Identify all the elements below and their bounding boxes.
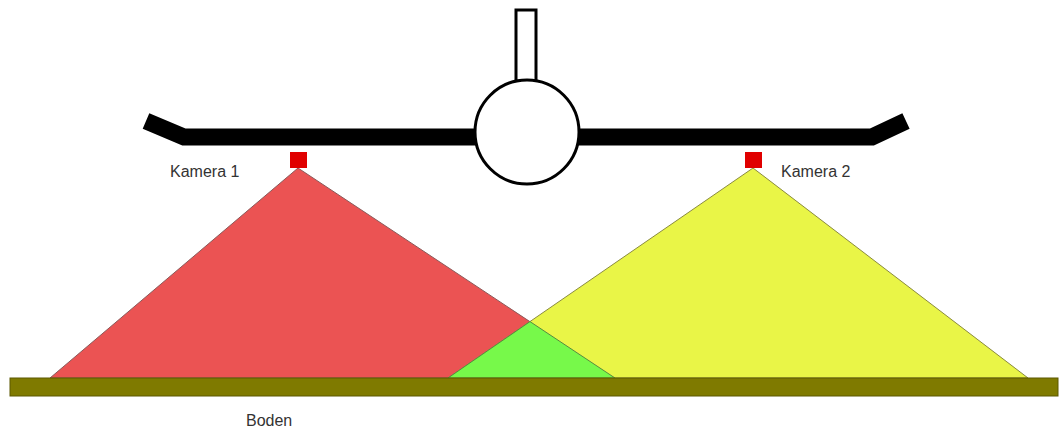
camera-symbol — [745, 152, 762, 168]
overlap-field — [448, 322, 615, 378]
camera-label: Kamera 2 — [781, 163, 850, 181]
camera1-field — [50, 168, 615, 378]
ground-label: Boden — [246, 412, 292, 430]
tail-fin — [516, 10, 536, 82]
camera-label: Kamera 1 — [170, 163, 239, 181]
fuselage — [475, 80, 579, 184]
ground-bar — [10, 378, 1058, 396]
camera-symbol — [290, 152, 307, 168]
camera2-field — [448, 168, 1028, 378]
